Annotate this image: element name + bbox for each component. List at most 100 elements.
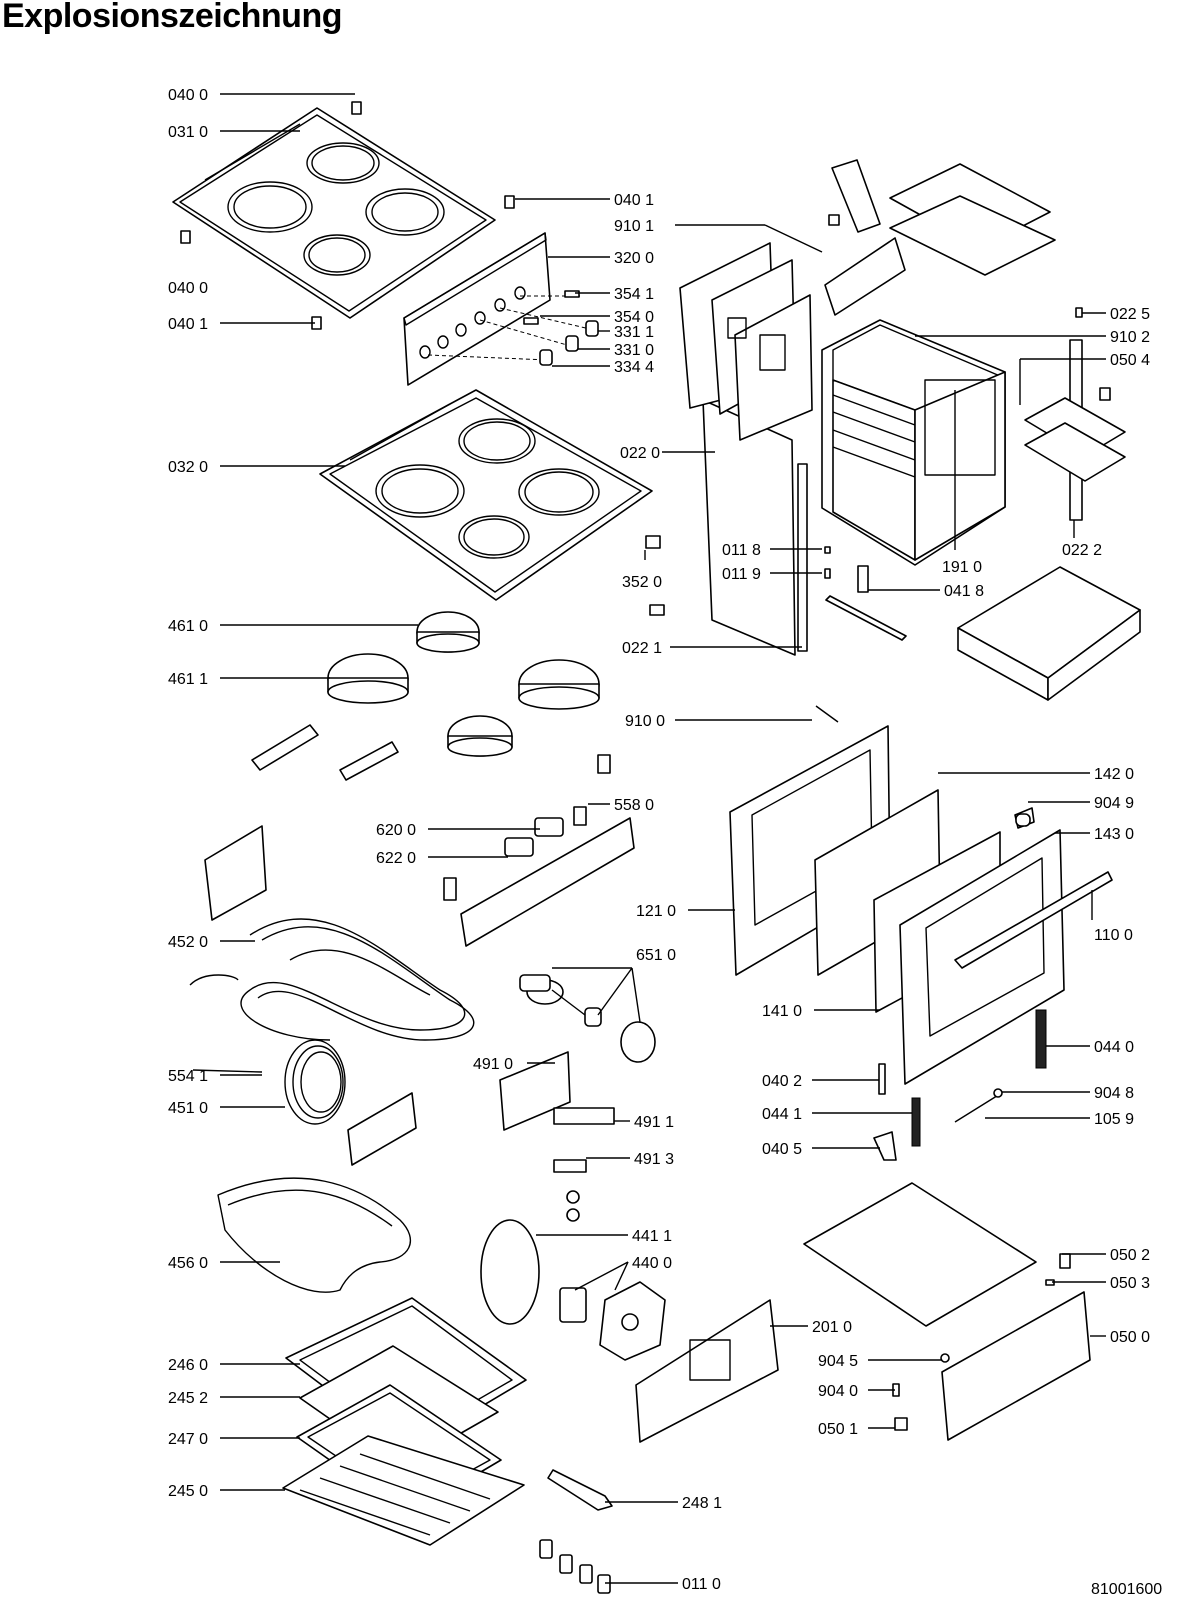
part-label: 461 1 <box>168 671 208 688</box>
part-label: 141 0 <box>762 1003 802 1020</box>
part-label: 121 0 <box>636 903 676 920</box>
part-label: 456 0 <box>168 1255 208 1272</box>
clip-top <box>828 214 840 226</box>
terminal-strip <box>460 817 635 947</box>
bushing-904-9 <box>1015 813 1031 827</box>
bracket-040-5 <box>873 1131 897 1161</box>
board-491-0 <box>499 1051 571 1131</box>
part-label: 040 1 <box>614 192 654 209</box>
control-panel <box>403 232 599 386</box>
part-label: 011 8 <box>722 542 761 559</box>
part-label: 904 5 <box>818 1353 858 1370</box>
part-label: 910 0 <box>625 713 665 730</box>
clip-050-1 <box>894 1417 908 1431</box>
side-strip-022-1 <box>797 463 808 652</box>
part-label: 904 0 <box>818 1383 858 1400</box>
part-label: 022 2 <box>1062 542 1102 559</box>
part-label: 040 5 <box>762 1141 802 1158</box>
part-label: 910 2 <box>1110 329 1150 346</box>
part-label: 032 0 <box>168 459 208 476</box>
drawer-bottom <box>803 1182 1037 1327</box>
thermostat-620 <box>534 817 564 837</box>
drawer-front <box>941 1291 1091 1441</box>
part-label: 491 1 <box>634 1114 674 1131</box>
leader-lines <box>220 93 1106 1584</box>
bracket-451 <box>347 1092 417 1166</box>
adjustable-feet <box>539 1539 611 1594</box>
clip-050-2 <box>1059 1253 1071 1269</box>
part-label: 910 1 <box>614 218 654 235</box>
part-label: 904 9 <box>1094 795 1134 812</box>
part-label: 491 0 <box>473 1056 513 1073</box>
part-label: 245 0 <box>168 1483 208 1500</box>
hob-heaters <box>327 611 600 757</box>
cabinet-side-panel <box>679 242 813 656</box>
part-label: 050 2 <box>1110 1247 1150 1264</box>
clip-352 <box>649 604 665 616</box>
screw-904-5 <box>940 1353 950 1363</box>
bracket-a <box>251 724 319 771</box>
part-label: 452 0 <box>168 934 208 951</box>
spring-011-8 <box>824 546 831 554</box>
part-label: 022 1 <box>622 640 662 657</box>
cooktop-glass-upper <box>172 107 496 319</box>
part-label: 246 0 <box>168 1357 208 1374</box>
part-label: 191 0 <box>942 559 982 576</box>
part-label: 441 1 <box>632 1228 672 1245</box>
cooktop-glass-lower <box>319 389 653 601</box>
screw-904-8 <box>993 1088 1003 1098</box>
part-labels: 040 0 031 0 040 1 910 1 320 0 040 0 040 … <box>168 87 1150 1593</box>
hinge-041-8 <box>857 565 869 593</box>
part-label: 041 8 <box>944 583 984 600</box>
tool-248-1 <box>547 1469 613 1511</box>
part-label: 354 1 <box>614 286 654 303</box>
page-title: Explosionszeichnung <box>2 0 342 35</box>
part-label: 011 0 <box>682 1576 721 1593</box>
part-label: 050 4 <box>1110 352 1150 369</box>
part-label: 044 0 <box>1094 1039 1134 1056</box>
switch-352 <box>645 535 661 549</box>
part-label: 040 0 <box>168 87 208 104</box>
part-label: 451 0 <box>168 1100 208 1117</box>
block-491-3 <box>553 1159 587 1173</box>
oven-lamp <box>519 974 656 1063</box>
part-label: 320 0 <box>614 250 654 267</box>
clip-050-4 <box>1099 387 1111 401</box>
part-label: 554 1 <box>168 1068 208 1085</box>
part-label: 331 1 <box>614 324 654 341</box>
part-label: 011 9 <box>722 566 761 583</box>
part-label: 050 0 <box>1110 1329 1150 1346</box>
storage-drawer-frame <box>957 566 1141 701</box>
part-label: 040 2 <box>762 1073 802 1090</box>
part-label: 354 0 <box>614 309 654 326</box>
part-label: 440 0 <box>632 1255 672 1272</box>
part-label: 110 0 <box>1094 927 1133 944</box>
insulation-plates <box>824 159 1056 316</box>
rear-element-456 <box>217 1177 412 1293</box>
rail-041-8 <box>825 595 907 641</box>
oven-door-assembly <box>729 725 1113 1085</box>
part-label: 558 0 <box>614 797 654 814</box>
relay-top <box>597 754 611 774</box>
part-label: 620 0 <box>376 822 416 839</box>
part-label: 622 0 <box>376 850 416 867</box>
bracket-left <box>443 877 457 901</box>
part-label: 040 1 <box>168 316 208 333</box>
part-label: 022 0 <box>620 445 660 462</box>
part-label: 651 0 <box>636 947 676 964</box>
part-label: 050 1 <box>818 1421 858 1438</box>
pin-910-0 <box>815 705 839 723</box>
part-label: 105 9 <box>1094 1111 1134 1128</box>
screw-022-5 <box>1075 307 1083 318</box>
fan-motor-440 <box>559 1287 587 1323</box>
part-label: 248 1 <box>682 1495 722 1512</box>
oven-cavity <box>821 319 1006 566</box>
hinge-040-2 <box>878 1063 886 1095</box>
grill-element <box>189 825 475 1073</box>
part-label: 142 0 <box>1094 766 1134 783</box>
bracket-b <box>339 741 399 781</box>
thermostat-622 <box>504 837 534 857</box>
part-label: 040 0 <box>168 280 208 297</box>
part-label: 331 0 <box>614 342 654 359</box>
